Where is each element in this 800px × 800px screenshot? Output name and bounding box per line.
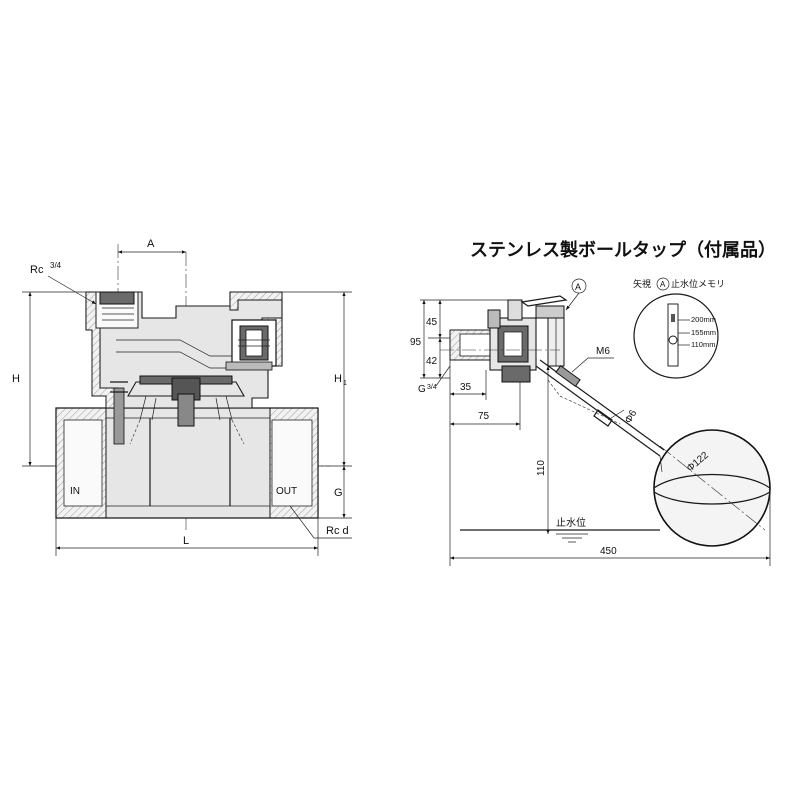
dim-h-label: H xyxy=(12,373,20,385)
in-label: IN xyxy=(70,486,80,497)
pilot-valve xyxy=(225,319,277,371)
m6-label: M6 xyxy=(596,346,610,357)
float-ball xyxy=(653,429,771,547)
dim-42-label: 42 xyxy=(426,356,438,367)
water-level-scale-detail: 200mm 155mm 110mm xyxy=(633,293,719,379)
dim-75-label: 75 xyxy=(478,411,490,422)
water-level-label: 止水位 xyxy=(556,516,586,529)
float-arm xyxy=(535,359,665,457)
valve-section-drawing: Rc 3/4 A H H 1 G L Rc d IN OUT xyxy=(12,238,352,556)
scale-200: 200mm xyxy=(691,315,716,324)
view-mark-label: A xyxy=(660,280,666,289)
dim-g-fraction: 3/4 xyxy=(427,384,437,391)
dim-h1-label: H xyxy=(334,373,342,385)
rc-d-label: Rc d xyxy=(326,525,349,537)
scale-110: 110mm xyxy=(691,340,715,349)
rc-top-label: Rc xyxy=(30,264,44,276)
dim-450-label: 450 xyxy=(600,546,617,557)
dim-35-label: 35 xyxy=(460,382,472,393)
phi6-label: Φ6 xyxy=(623,408,640,426)
balltap-body xyxy=(440,295,568,383)
out-label: OUT xyxy=(276,486,297,497)
rc-top-fraction: 3/4 xyxy=(50,261,62,270)
dim-95-label: 95 xyxy=(410,337,422,348)
view-note-suffix: 止水位メモリ xyxy=(671,278,725,289)
dim-110-label: 110 xyxy=(536,460,547,476)
balltap-title: ステンレス製ボールタップ（付属品） xyxy=(470,239,776,261)
view-note-prefix: 矢視 xyxy=(633,278,651,289)
scale-155: 155mm xyxy=(691,328,716,337)
dim-a-label: A xyxy=(147,238,155,250)
balltap-drawing: 矢視 A 止水位メモリ 200mm 155mm 110mm A xyxy=(410,277,771,566)
diaphragm-assembly xyxy=(110,375,245,445)
dim-45-label: 45 xyxy=(426,317,438,328)
marker-a-label: A xyxy=(575,282,581,292)
dim-g-label: G xyxy=(418,384,426,395)
dim-h1-subscript: 1 xyxy=(343,380,347,387)
dim-l-label: L xyxy=(183,535,189,547)
dim-g-label: G xyxy=(334,487,343,499)
view-mark-circle xyxy=(656,277,670,291)
